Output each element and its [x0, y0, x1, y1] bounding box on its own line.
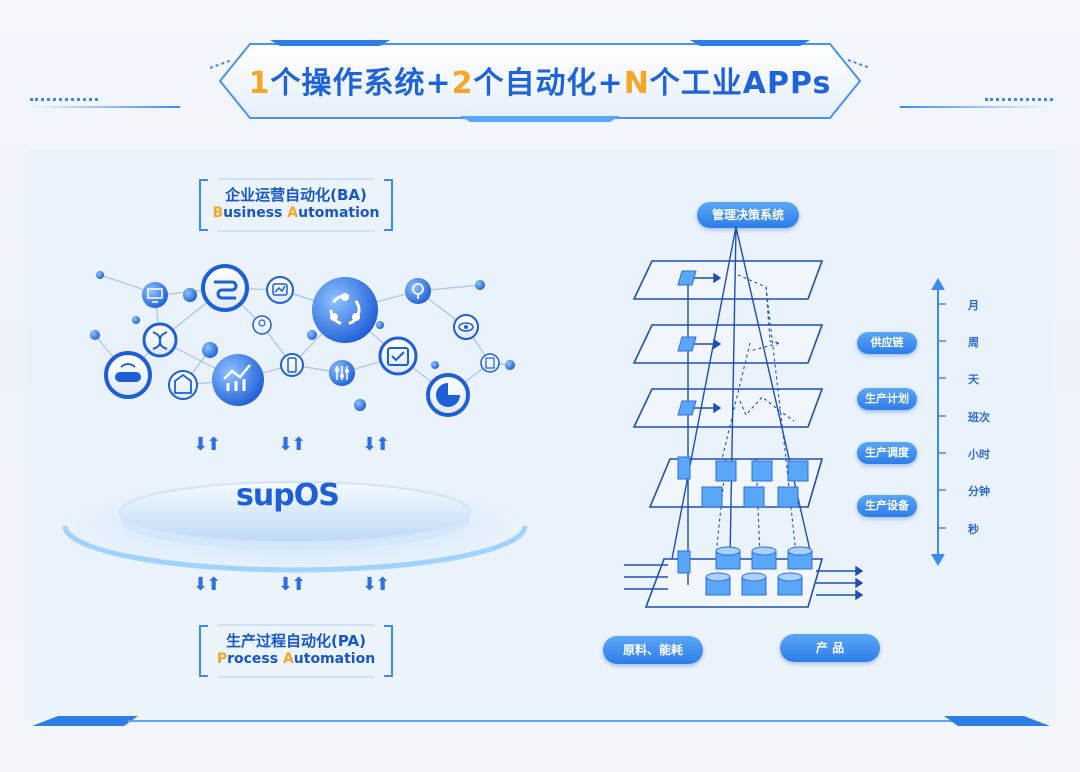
- calendar-check-icon: [378, 336, 418, 376]
- subtitle-part: usiness: [223, 205, 288, 221]
- title-left-line: [30, 106, 180, 108]
- title-part: N: [623, 66, 650, 101]
- dna-icon: [142, 322, 178, 358]
- time-label-shift: 班次: [968, 411, 990, 424]
- layer-pill-production-equipment: 生产设备: [857, 495, 917, 517]
- subtitle-part: P: [216, 651, 228, 667]
- product-output-pill: 产 品: [780, 634, 880, 662]
- time-label-month: 月: [968, 299, 979, 312]
- title-left-dash: [30, 98, 98, 104]
- ba-title: 企业运营自动化(BA): [225, 186, 367, 204]
- pa-title: 生产过程自动化(PA): [226, 632, 366, 650]
- bottom-divider: [32, 716, 1050, 726]
- building-icon: [168, 370, 198, 400]
- pyramid-arrows: [624, 272, 864, 601]
- pie-chart-icon: [426, 373, 470, 417]
- layer-pill-production-plan: 生产计划: [857, 388, 917, 410]
- location-icon: [405, 278, 431, 304]
- supos-logo: supOS: [236, 478, 340, 513]
- subtitle-part: utomation: [298, 205, 380, 221]
- share-icon: [312, 277, 378, 343]
- subtitle-part: B: [212, 205, 224, 221]
- input-materials-pill: 原料、能耗: [603, 636, 703, 664]
- pa-subtitle: Process Automation: [198, 651, 394, 667]
- ba-label-frame: [199, 178, 393, 232]
- exchange-arrows-top-2: ⬇⬆: [278, 434, 306, 455]
- title-part: 个操作系统+: [270, 66, 452, 101]
- mobile-icon: [280, 353, 304, 377]
- time-label-minute: 分钟: [968, 485, 990, 498]
- time-label-hour: 小时: [968, 448, 990, 461]
- decision-system-pill: 管理决策系统: [697, 202, 799, 228]
- ba-subtitle: Business Automation: [198, 205, 394, 221]
- sliders-icon: [329, 360, 355, 386]
- monitor-icon: [142, 282, 168, 308]
- exchange-arrows-bottom-1: ⬇⬆: [193, 574, 221, 595]
- title-banner-frame: [210, 40, 870, 122]
- exchange-arrows-top-1: ⬇⬆: [193, 434, 221, 455]
- subtitle-part: A: [287, 205, 299, 221]
- pyramid-planes: [632, 260, 824, 608]
- title-right-line: [900, 106, 1050, 108]
- title-part: 个工业APPs: [649, 66, 832, 101]
- server-icon: [480, 353, 500, 373]
- router-icon: [104, 351, 152, 399]
- analytics-icon: [212, 354, 264, 406]
- title-part: 2: [451, 66, 474, 101]
- exchange-arrows-top-3: ⬇⬆: [362, 434, 390, 455]
- ba-label: 企业运营自动化(BA) Business Automation: [198, 178, 394, 232]
- chart-icon: [266, 276, 294, 304]
- app-network: [90, 264, 515, 417]
- title-right-dash: [985, 98, 1053, 104]
- pyramid-nodes: [677, 270, 697, 574]
- exchange-arrows-bottom-2: ⬇⬆: [278, 574, 306, 595]
- supos-platform: [62, 480, 528, 573]
- subtitle-part: rocess: [227, 651, 283, 667]
- time-axis: [931, 278, 946, 566]
- subtitle-part: A: [282, 651, 294, 667]
- content-panel: [28, 150, 1054, 720]
- time-label-week: 周: [968, 336, 979, 349]
- page-title: 1个操作系统+2个自动化+N个工业APPs: [210, 58, 870, 102]
- layer-pill-production-schedule: 生产调度: [857, 442, 917, 464]
- pa-label-frame: [199, 624, 393, 678]
- layer-pill-supply-chain: 供应链: [857, 332, 917, 354]
- pyramid-edges: [671, 226, 813, 585]
- cube-nodes: [701, 460, 809, 508]
- title-part: 个自动化+: [473, 66, 624, 101]
- badge-icon: [252, 315, 272, 335]
- time-label-day: 天: [968, 373, 979, 386]
- eye-icon: [453, 314, 479, 340]
- title-part: 1: [248, 66, 271, 101]
- pa-label: 生产过程自动化(PA) Process Automation: [198, 624, 394, 678]
- database-nodes: [705, 546, 813, 596]
- subtitle-part: utomation: [293, 651, 376, 667]
- time-label-second: 秒: [968, 523, 979, 536]
- pyramid-diagram: [624, 226, 864, 608]
- flow-icon: [201, 264, 249, 312]
- exchange-arrows-bottom-3: ⬇⬆: [362, 574, 390, 595]
